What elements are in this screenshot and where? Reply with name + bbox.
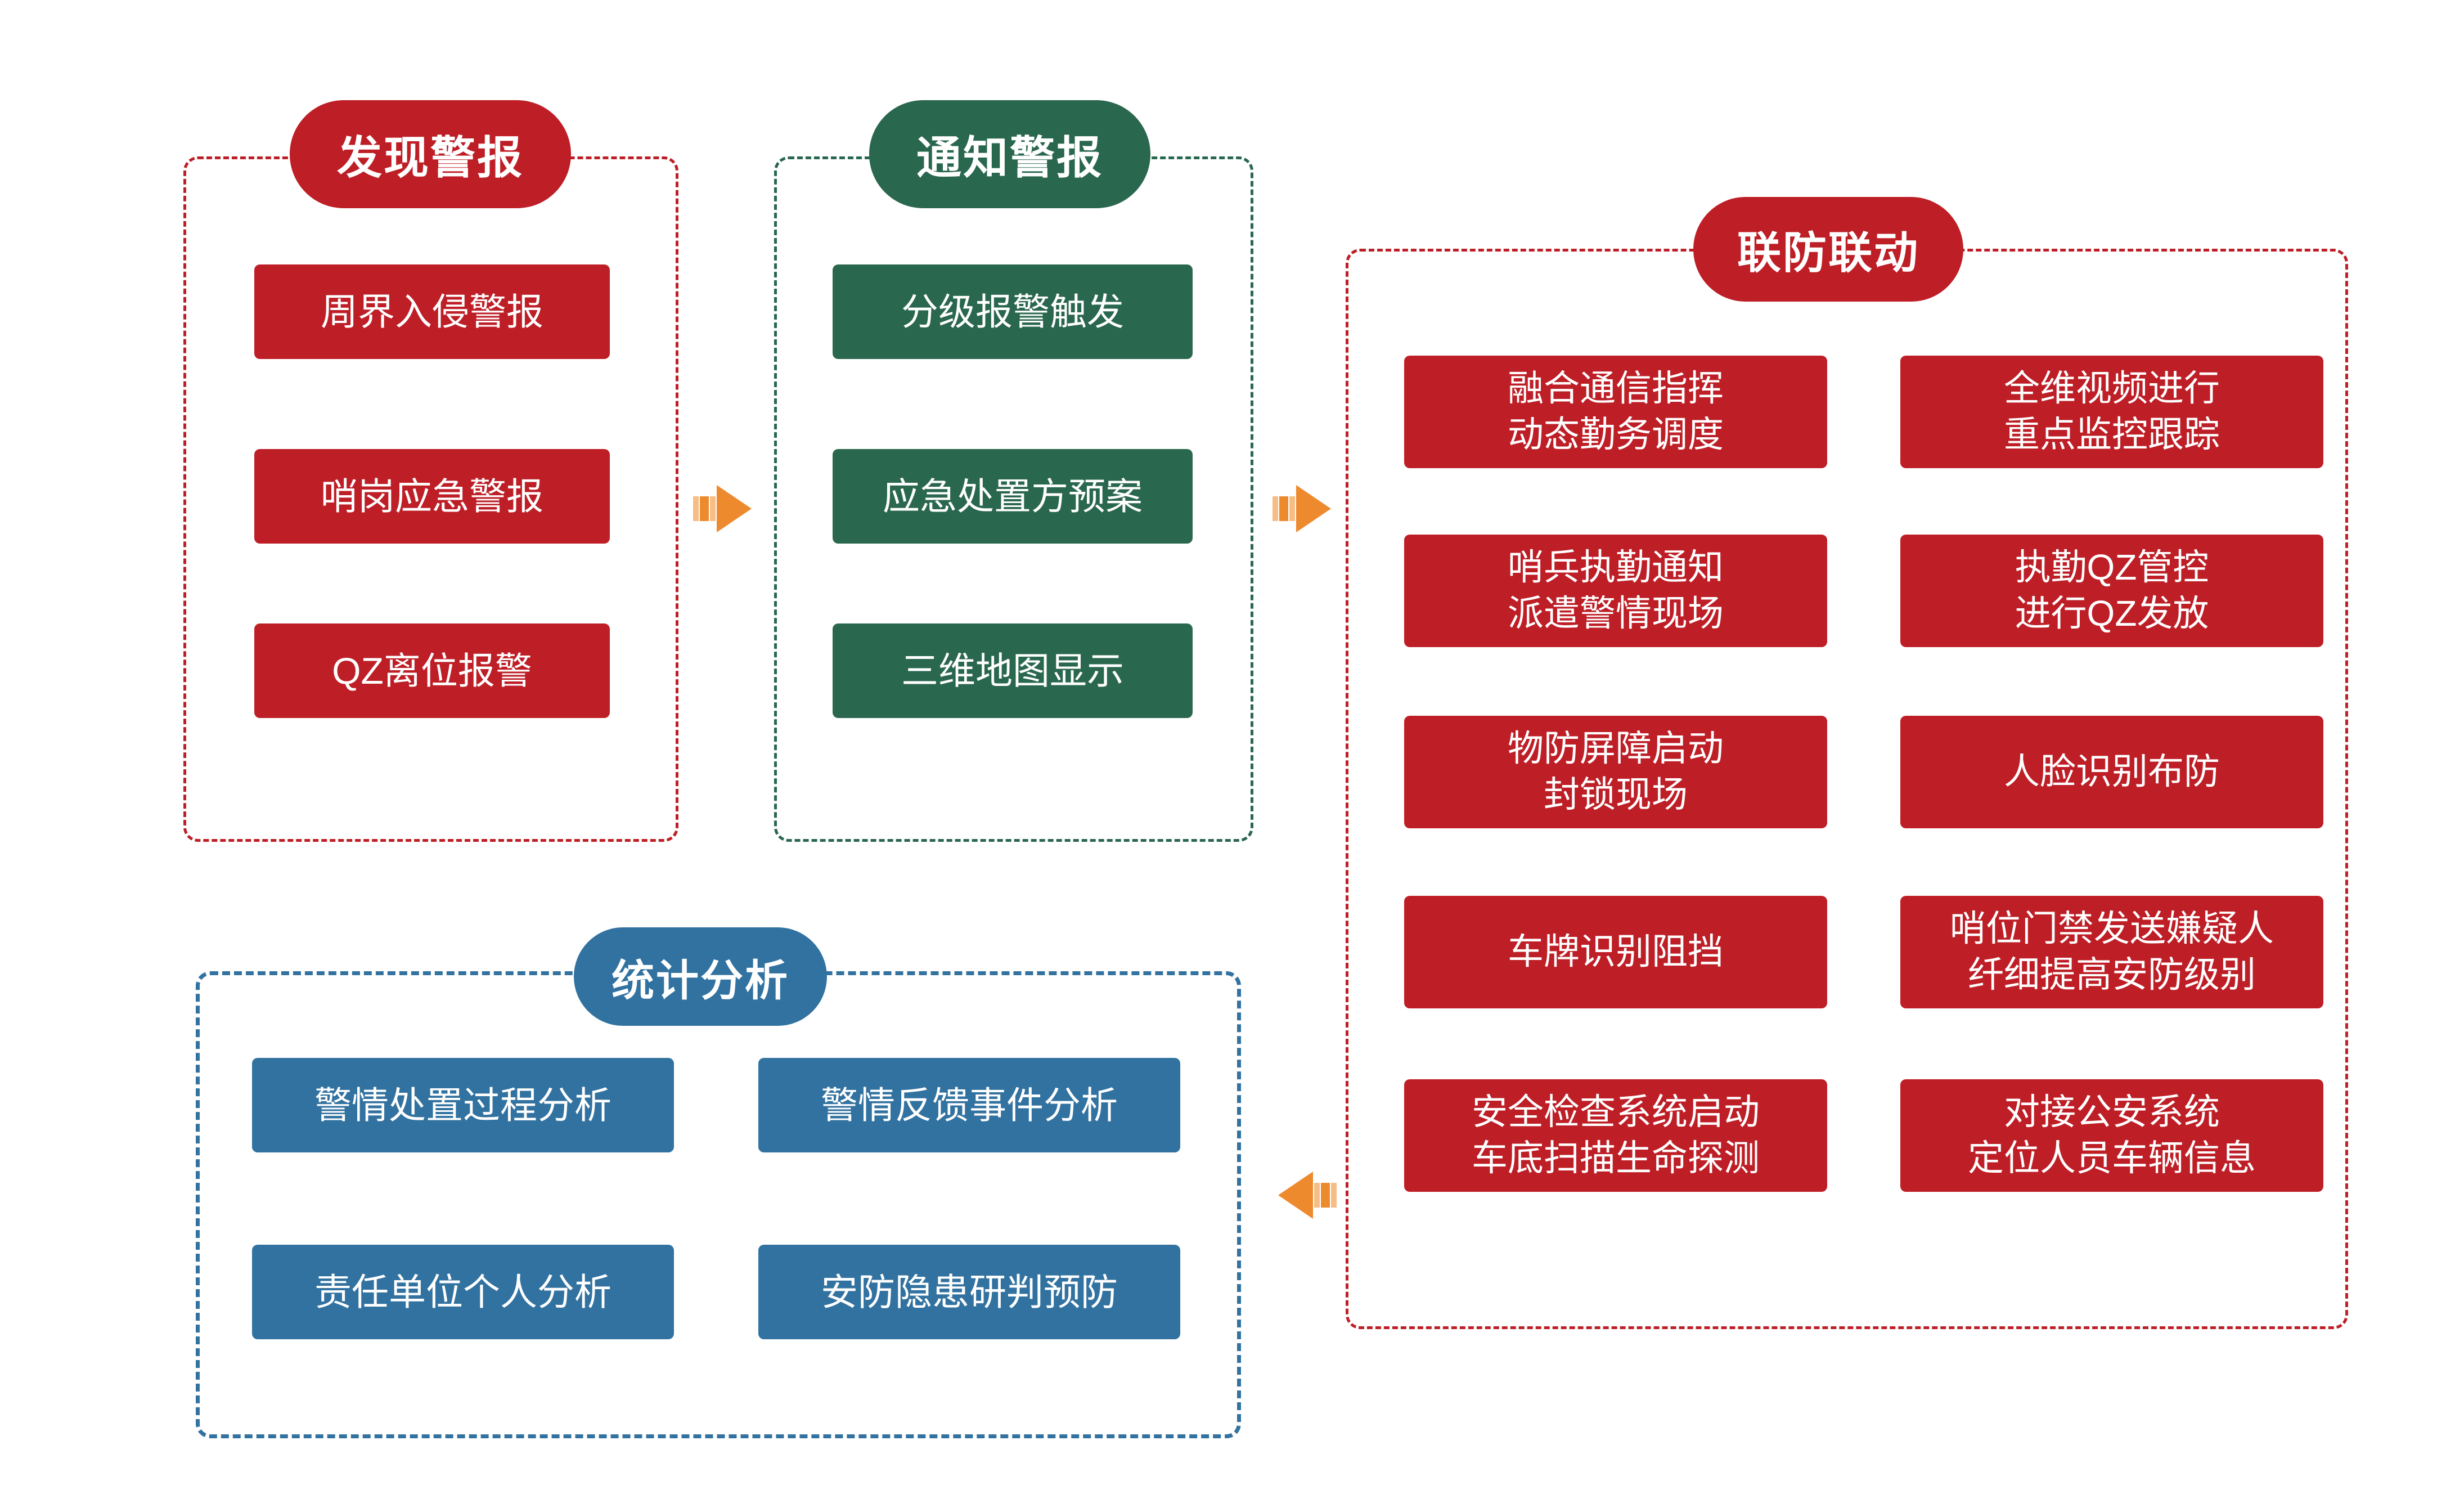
box-label: 责任单位个人分析 (314, 1271, 611, 1313)
box-discover-item-1: 哨岗应急警报 (254, 449, 610, 544)
box-joint-left-1: 哨兵执勤通知 派遣警情现场 (1404, 535, 1827, 647)
box-statistics-item-2: 责任单位个人分析 (252, 1245, 674, 1339)
box-label: QZ离位报警 (332, 649, 532, 692)
box-label: 安防隐患研判预防 (821, 1271, 1118, 1313)
pill-label-joint-defense: 联防联动 (1737, 228, 1919, 277)
arrow-joint-to-statistics-icon (1278, 1172, 1337, 1219)
box-joint-right-0: 全维视频进行 重点监控跟踪 (1900, 356, 2323, 468)
arrow-notify-to-joint-icon (1273, 485, 1331, 532)
box-label: 警情反馈事件分析 (821, 1084, 1118, 1126)
arrow-discover-to-notify-icon (693, 485, 752, 532)
box-statistics-item-1: 警情反馈事件分析 (758, 1058, 1180, 1152)
box-label: 车牌识别阻挡 (1508, 931, 1724, 972)
pill-statistics: 统计分析 (574, 927, 827, 1026)
box-joint-right-2: 人脸识别布防 (1900, 716, 2323, 828)
box-label: 哨位门禁发送嫌疑人 纤细提高安防级别 (1950, 908, 2274, 995)
box-statistics-item-0: 警情处置过程分析 (252, 1058, 674, 1152)
box-label: 周界入侵警报 (321, 290, 543, 333)
panel-statistics (196, 971, 1241, 1438)
box-label: 融合通信指挥 动态勤务调度 (1508, 368, 1724, 455)
box-discover-item-0: 周界入侵警报 (254, 264, 610, 359)
box-notify-item-1: 应急处置方预案 (833, 449, 1193, 544)
pill-discover-alarm: 发现警报 (290, 100, 571, 208)
box-joint-right-4: 对接公安系统 定位人员车辆信息 (1900, 1079, 2323, 1192)
box-label: 物防屏障启动 封锁现场 (1508, 728, 1724, 815)
box-discover-item-2: QZ离位报警 (254, 623, 610, 718)
box-joint-right-1: 执勤QZ管控 进行QZ发放 (1900, 535, 2323, 647)
pill-joint-defense: 联防联动 (1693, 197, 1963, 302)
box-label: 对接公安系统 定位人员车辆信息 (1968, 1092, 2256, 1178)
pill-notify-alarm: 通知警报 (869, 100, 1150, 208)
box-statistics-item-3: 安防隐患研判预防 (758, 1245, 1180, 1339)
box-label: 安全检查系统启动 车底扫描生命探测 (1472, 1092, 1760, 1178)
box-label: 哨兵执勤通知 派遣警情现场 (1508, 547, 1724, 634)
box-joint-left-4: 安全检查系统启动 车底扫描生命探测 (1404, 1079, 1827, 1192)
box-joint-right-3: 哨位门禁发送嫌疑人 纤细提高安防级别 (1900, 896, 2323, 1008)
box-notify-item-2: 三维地图显示 (833, 623, 1193, 718)
pill-label-discover-alarm: 发现警报 (337, 133, 524, 183)
box-label: 三维地图显示 (901, 649, 1124, 692)
box-label: 执勤QZ管控 进行QZ发放 (2015, 547, 2209, 634)
box-notify-item-0: 分级报警触发 (833, 264, 1193, 359)
box-joint-left-2: 物防屏障启动 封锁现场 (1404, 716, 1827, 828)
pill-label-statistics: 统计分析 (611, 957, 789, 1005)
box-label: 应急处置方预案 (883, 475, 1143, 517)
box-label: 分级报警触发 (901, 290, 1124, 333)
box-label: 全维视频进行 重点监控跟踪 (2004, 368, 2220, 455)
box-label: 哨岗应急警报 (321, 475, 543, 517)
box-joint-left-3: 车牌识别阻挡 (1404, 896, 1827, 1008)
box-joint-left-0: 融合通信指挥 动态勤务调度 (1404, 356, 1827, 468)
box-label: 人脸识别布防 (2004, 751, 2220, 792)
box-label: 警情处置过程分析 (314, 1084, 611, 1126)
pill-label-notify-alarm: 通知警报 (916, 133, 1103, 183)
